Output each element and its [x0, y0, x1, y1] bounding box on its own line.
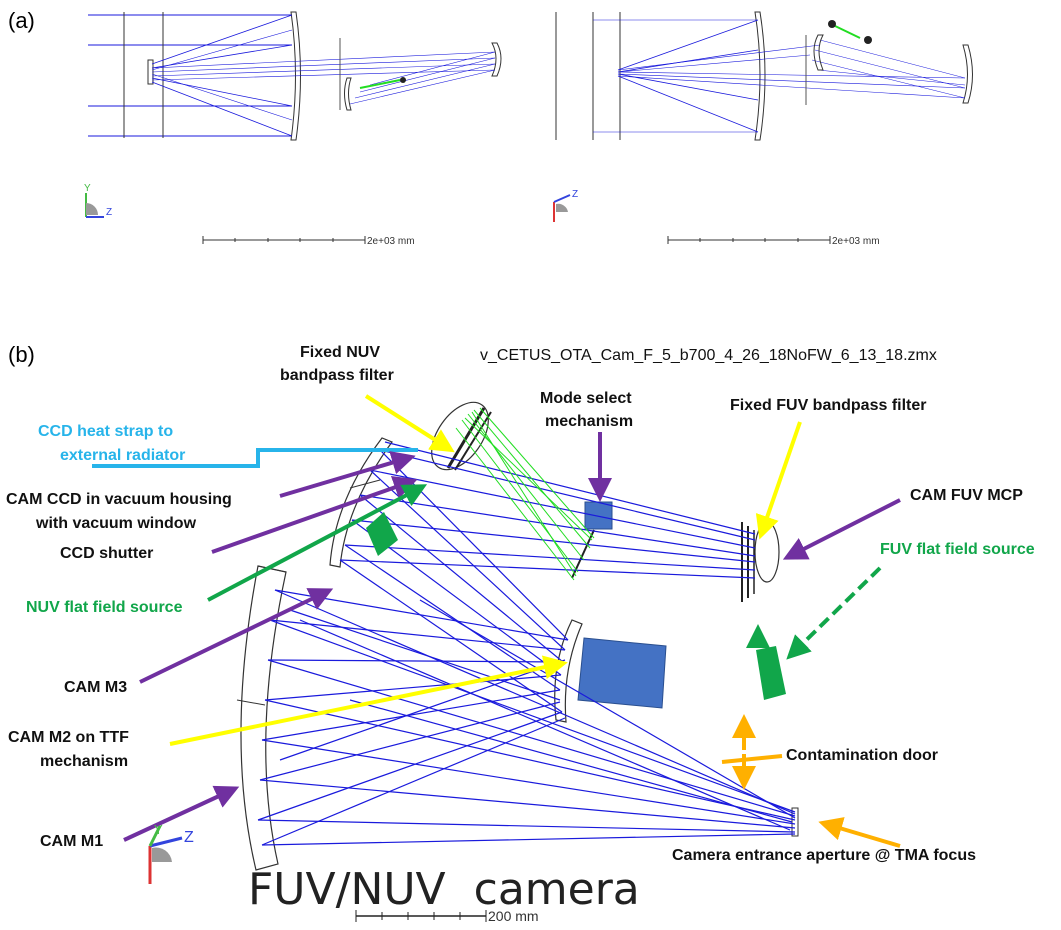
camera-title: FUV/NUV camera [248, 864, 640, 915]
axis-b-z: Z [184, 829, 194, 846]
arrow-fixed-nuv [364, 394, 455, 453]
arrow-cam-m3 [139, 588, 334, 684]
label-cam-m1: CAM M1 [40, 833, 103, 850]
arrow-cam-m1 [123, 785, 240, 842]
panel-a-label: (a) [8, 8, 35, 33]
label-fixed-fuv: Fixed FUV bandpass filter [730, 397, 926, 414]
scale-bar-a-left: 2e+03 mm [202, 236, 415, 247]
cam-m3-mirror [329, 437, 393, 568]
label-cam-fuv-mcp: CAM FUV MCP [910, 487, 1023, 504]
label-cam-m2-2: mechanism [40, 753, 128, 770]
scale-bar-a-right-label: 2e+03 mm [832, 236, 880, 247]
label-contamination-door: Contamination door [786, 747, 938, 764]
panel-a-left-axes: Y Z [84, 183, 112, 218]
arrow-nuv-flat-field [207, 484, 428, 602]
ttf-mechanism-block [577, 637, 667, 709]
label-fixed-nuv-2: bandpass filter [280, 367, 394, 384]
axis-b-y: Y [154, 822, 163, 837]
label-nuv-flat-field: NUV flat field source [26, 599, 183, 616]
arrow-cam-fuv-mcp [782, 498, 901, 560]
nuv-flat-field-block [366, 512, 398, 556]
panel-b-label: (b) [8, 342, 35, 367]
arrow-cam-m2 [169, 655, 568, 746]
arrow-fixed-fuv [755, 421, 802, 540]
label-fuv-flat-field: FUV flat field source [880, 541, 1035, 558]
blue-ray-bundle [257, 441, 796, 846]
cam-m2-mirror [554, 619, 583, 723]
fuv-mcp-assembly [741, 521, 780, 602]
cam-m1-mirror [236, 565, 287, 871]
scale-bar-b: 200 mm [355, 908, 539, 924]
scale-bar-a-right: 2e+03 mm [667, 236, 880, 247]
label-cam-ccd-2: with vacuum window [35, 515, 197, 532]
axis-a-right-z: Z [572, 189, 578, 200]
door-bar [721, 754, 783, 764]
label-cam-m3: CAM M3 [64, 679, 127, 696]
arrow-ccd-shutter [211, 476, 418, 554]
arrow-cam-ccd [279, 451, 416, 498]
axis-a-left-y: Y [84, 183, 91, 194]
label-cam-m2-1: CAM M2 on TTF [8, 729, 129, 746]
label-ccd-heat-2: external radiator [60, 447, 185, 464]
zmx-filename: v_CETUS_OTA_Cam_F_5_b700_4_26_18NoFW_6_1… [480, 347, 937, 364]
arrow-fuv-flat-field [786, 566, 882, 660]
arrow-camera-entrance [818, 817, 901, 848]
mode-select-block [584, 501, 613, 530]
label-ccd-shutter: CCD shutter [60, 545, 153, 562]
nuv-filter-assembly [431, 401, 492, 471]
label-ccd-heat-1: CCD heat strap to [38, 423, 173, 440]
scale-bar-a-left-label: 2e+03 mm [367, 236, 415, 247]
axis-a-left-z: Z [106, 207, 112, 218]
ccd-heat-strap-line [92, 448, 418, 468]
label-cam-ccd-1: CAM CCD in vacuum housing [6, 491, 232, 508]
label-fixed-nuv-1: Fixed NUV [300, 344, 380, 361]
green-ray-bundle [455, 407, 595, 581]
panel-a-right-raytrace [555, 11, 973, 141]
panel-a-left-raytrace [88, 11, 502, 141]
scale-bar-b-label: 200 mm [488, 908, 539, 924]
label-camera-entrance: Camera entrance aperture @ TMA focus [672, 847, 976, 864]
label-mode-select-2: mechanism [545, 413, 633, 430]
label-mode-select-1: Mode select [540, 390, 632, 407]
fuv-flat-field-block [756, 646, 786, 700]
panel-b-axes: Y Z [148, 822, 194, 884]
panel-a-right-axes: Z [553, 189, 578, 222]
